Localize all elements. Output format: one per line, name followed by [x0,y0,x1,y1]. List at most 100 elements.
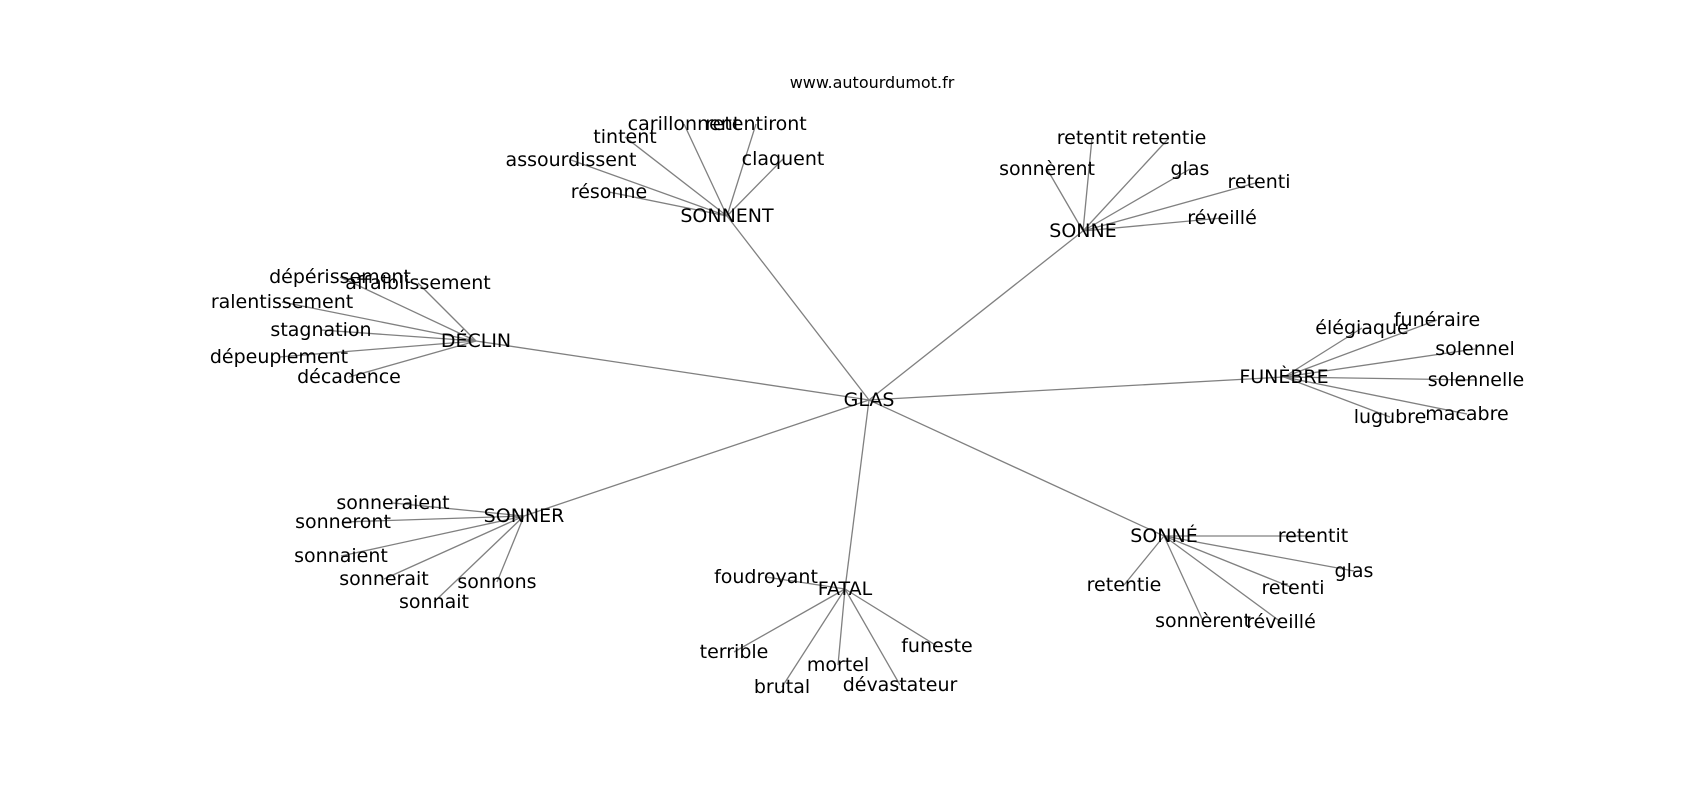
hub-to-word-edge [339,276,477,342]
center-to-hub-edge [523,399,870,517]
word-node-label: retentit [1057,127,1127,149]
word-node-label: sonneraient [336,492,449,514]
hub-to-word-edge [765,576,846,590]
center-to-hub-edge [868,376,1285,401]
hub-node-label: FATAL [818,578,873,600]
word-node-label: sonnait [399,591,469,613]
hub-to-word-edge [570,159,728,217]
word-node-label: décadence [297,366,401,388]
word-node-label: retentie [1087,574,1162,596]
hub-node-label: SONNÉ [1130,524,1197,547]
hub-to-word-edge [844,588,901,686]
center-to-hub-edge [868,230,1084,401]
word-node-label: funeste [901,635,973,657]
word-node-label: dévastateur [843,674,958,696]
hub-to-word-edge [496,515,525,583]
site-credit: www.autourdumot.fr [790,73,955,92]
word-node-label: ralentissement [211,291,353,313]
center-to-hub-edge [726,215,870,401]
word-node-label: lugubre [1354,406,1427,428]
word-node-label: sonnaient [294,545,388,567]
hub-to-word-edge [392,502,525,517]
word-node-label: retentiront [705,113,807,135]
word-node-label: stagnation [270,319,371,341]
hub-node-label: SONNER [484,505,565,527]
hub-to-word-edge [1123,535,1165,586]
word-node-label: sonneront [295,511,391,533]
hub-to-word-edge [624,136,728,217]
hub-to-word-edge [1283,319,1438,378]
word-node-label: dépérissement [269,266,411,288]
hub-to-word-edge [1163,535,1355,572]
hub-to-word-edge [1082,168,1191,232]
hub-to-word-edge [281,301,477,342]
word-node-label: élégiaque [1315,317,1408,339]
hub-to-word-edge [733,588,846,653]
hub-to-word-edge [1046,168,1084,232]
word-node-label: sonnèrent [999,158,1095,180]
word-node-label: carillonnent [628,113,741,135]
word-node-label: macabre [1425,403,1508,425]
hub-to-word-edge [608,191,728,217]
word-node-label: dépeuplement [210,346,348,368]
hub-to-word-edge [1283,376,1477,381]
word-node-label: terrible [700,641,769,663]
hub-node-label: SONNENT [680,205,774,227]
hub-to-word-edge [1283,348,1476,378]
word-node-label: foudroyant [714,566,818,588]
hub-to-word-edge [1163,535,1294,589]
hub-to-word-edge [781,588,846,688]
hub-to-word-edge [1082,217,1223,232]
hub-to-word-edge [342,515,525,523]
word-node-label: assourdissent [506,149,637,171]
center-node-label: GLAS [844,389,895,411]
graph-edges [278,123,1477,688]
hub-to-word-edge [1283,376,1391,418]
hub-to-word-edge [340,515,525,557]
word-node-label: tintent [593,126,656,148]
word-node-label: retenti [1228,171,1291,193]
hub-to-word-edge [1082,181,1260,232]
word-node-label: glas [1171,158,1210,180]
word-node-label: retentit [1278,525,1348,547]
word-node-label: sonnerait [339,568,428,590]
hub-to-word-edge [1082,137,1093,232]
word-node-label: retenti [1262,577,1325,599]
hub-to-word-edge [320,329,477,342]
hub-to-word-edge [1283,327,1363,378]
word-node-label: affaiblissement [345,272,490,294]
graph-labels: www.autourdumot.fr carillonnentretentiro… [210,73,1524,698]
word-node-label: sonnons [457,571,536,593]
hub-to-word-edge [1283,376,1468,415]
center-to-hub-edge [475,340,870,401]
hub-to-word-edge [278,340,477,358]
hub-to-word-edge [844,588,938,647]
hub-to-word-edge [837,588,846,666]
hub-to-word-edge [1163,535,1282,623]
hub-to-word-edge [1163,535,1204,622]
word-node-label: sonnèrent [1155,610,1251,632]
word-node-label: claquent [742,148,825,170]
hub-to-word-edge [433,515,525,603]
word-node-label: brutal [754,676,810,698]
word-node-label: résonne [571,181,647,203]
word-node-label: mortel [807,654,869,676]
hub-to-word-edge [726,123,757,217]
center-to-hub-edge [868,399,1165,537]
hub-to-word-edge [417,282,477,342]
word-node-label: glas [1335,560,1374,582]
word-node-label: funéraire [1394,309,1480,331]
hub-to-word-edge [348,340,477,378]
hub-node-label: FUNÈBRE [1239,365,1328,388]
word-node-label: réveillé [1187,207,1257,229]
hub-to-word-edge [383,515,525,580]
hub-to-word-edge [683,123,728,217]
hub-node-label: DÉCLIN [441,329,511,352]
word-node-label: solennelle [1428,369,1525,391]
word-node-label: réveillé [1246,611,1316,633]
center-to-hub-edge [844,399,870,590]
hub-to-word-edge [1082,137,1170,232]
hub-node-label: SONNE [1049,220,1116,242]
word-node-label: retentie [1132,127,1207,149]
